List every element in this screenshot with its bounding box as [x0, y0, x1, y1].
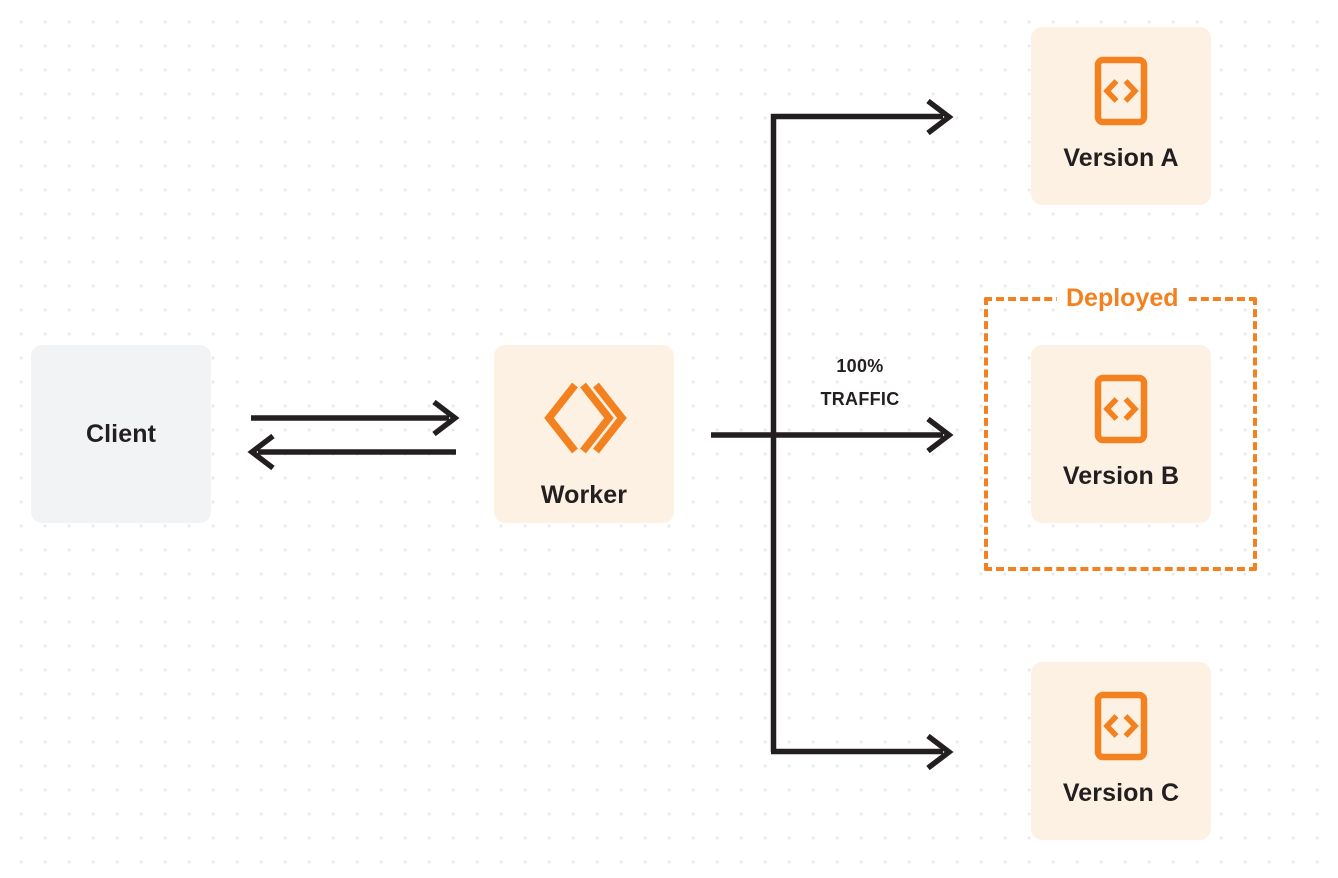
traffic-label: 100% TRAFFIC — [790, 350, 930, 416]
code-file-icon — [1092, 690, 1150, 762]
edge-worker-to-version-c — [771, 733, 954, 771]
version-c-node[interactable]: Version C — [1031, 662, 1211, 840]
traffic-word: TRAFFIC — [820, 389, 900, 409]
cloudflare-workers-logo-icon — [539, 373, 629, 463]
code-file-icon — [1092, 373, 1150, 445]
version-a-label: Version A — [1063, 144, 1179, 172]
traffic-percent: 100% — [836, 356, 884, 376]
version-b-node[interactable]: Version B — [1031, 345, 1211, 523]
deployed-group-label: Deployed — [1057, 285, 1188, 311]
version-a-node[interactable]: Version A — [1031, 27, 1211, 205]
edge-worker-to-version-a — [771, 98, 954, 136]
worker-node[interactable]: Worker — [494, 345, 674, 523]
edge-worker-to-client — [247, 433, 456, 471]
client-label: Client — [85, 419, 157, 448]
version-c-label: Version C — [1062, 779, 1180, 807]
worker-label: Worker — [540, 481, 628, 509]
code-file-icon — [1092, 55, 1150, 127]
edge-worker-to-version-b — [711, 416, 954, 454]
version-b-label: Version B — [1062, 462, 1180, 490]
edge-client-to-worker — [251, 399, 460, 437]
client-node[interactable]: Client — [31, 345, 211, 523]
